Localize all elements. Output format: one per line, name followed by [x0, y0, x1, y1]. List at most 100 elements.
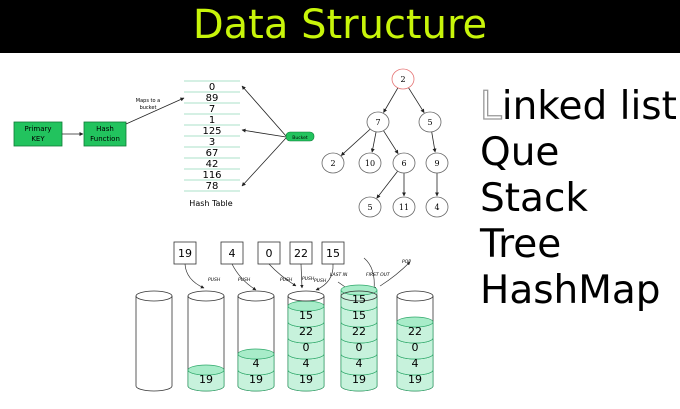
stack-cylinder: 15 22 0 4 19 — [287, 290, 325, 392]
tree-edge — [340, 128, 371, 156]
stack-flow-arrow — [300, 263, 304, 289]
page-title: Data Structure — [192, 2, 488, 48]
tree-node — [358, 152, 382, 174]
stack-value: 15 — [299, 309, 313, 322]
cylinder-rim — [340, 290, 378, 302]
tree-node-value: 11 — [399, 203, 409, 212]
bucket-pointer-arrow — [241, 128, 287, 138]
stack-value: 4 — [412, 357, 419, 370]
stack-input-value: 22 — [294, 247, 308, 260]
stack-value: 0 — [356, 341, 363, 354]
stack-cylinder: 419 — [237, 290, 275, 392]
tree-node — [358, 196, 382, 218]
maps-to-label-1: Maps to a — [136, 98, 160, 104]
hash-table-cell: 0 — [209, 82, 215, 93]
tree-edge — [431, 131, 437, 153]
tree-edge — [370, 131, 377, 153]
stack-value: 19 — [249, 373, 263, 386]
stack-value: 19 — [299, 373, 313, 386]
tree-node-value: 7 — [375, 118, 380, 127]
hash-table-cell: 1 — [209, 115, 215, 126]
stack-flow-arrow — [379, 261, 411, 287]
tree-node-value: 5 — [427, 118, 432, 127]
stack-cylinder: 19 — [187, 290, 225, 392]
stack-op-label: PUSH — [238, 277, 251, 283]
stack-input-value: 4 — [229, 247, 236, 260]
topic-tree: Tree — [480, 222, 562, 267]
topic-hashmap: HashMap — [480, 268, 661, 313]
stack-segment-top — [237, 348, 275, 360]
stack-value: 4 — [356, 357, 363, 370]
tree-node-value: 10 — [365, 159, 375, 168]
stack-value: 22 — [352, 325, 366, 338]
maps-to-label-2: bucket — [140, 105, 157, 111]
hash-function-box — [83, 121, 127, 147]
cylinder-body — [135, 296, 173, 392]
stack-value: 19 — [352, 373, 366, 386]
tree-edge — [383, 130, 399, 155]
tree-node — [321, 152, 345, 174]
hash-function-line-1: Hash — [96, 125, 114, 133]
hash-table-cell: 7 — [209, 104, 215, 115]
cylinder-rim — [135, 290, 173, 302]
cylinder-rim — [187, 290, 225, 302]
stack-value: 4 — [303, 357, 310, 370]
tree-edge — [376, 170, 399, 199]
tree-node-value: 5 — [367, 203, 372, 212]
tree-node-value: 9 — [434, 159, 439, 168]
stack-flow-arrow — [315, 263, 334, 291]
stack-flow-arrow — [231, 263, 257, 291]
bucket-box — [285, 131, 315, 142]
stack-op-label: PUSH — [314, 278, 327, 284]
tree-node — [425, 152, 449, 174]
tree-node — [418, 111, 442, 133]
tree-edge — [407, 87, 425, 114]
tree-node — [392, 152, 416, 174]
stack-value: 0 — [303, 341, 310, 354]
primary-key-box — [13, 121, 63, 147]
bucket-pointer-arrow — [241, 85, 287, 137]
tree-edge — [383, 87, 399, 113]
stack-segment-top — [340, 284, 378, 296]
topic-queue: Que — [480, 130, 560, 175]
tree-node-value: 4 — [434, 203, 439, 212]
topic-list: Linked list Que Stack Tree HashMap — [479, 83, 680, 314]
stack-flow-arrow — [268, 263, 297, 287]
stack-input-value: 19 — [178, 247, 192, 260]
cylinder-rim — [287, 290, 325, 302]
stack-value: 15 — [352, 293, 366, 306]
hash-table-cell: 67 — [206, 148, 219, 159]
hash-table-cell: 89 — [206, 93, 219, 104]
stack-op-label: PUSH — [280, 277, 293, 283]
stack-op-label: FIRST OUT — [366, 272, 391, 278]
stack-input-value: 15 — [326, 247, 340, 260]
hash-table-cell: 42 — [206, 159, 219, 170]
bucket-label: Bucket — [292, 135, 308, 141]
stack-value: 0 — [412, 341, 419, 354]
stack-value: 22 — [299, 325, 313, 338]
hash-table-cell: 116 — [202, 170, 221, 181]
cylinder-rim — [237, 290, 275, 302]
tree-node — [425, 196, 449, 218]
title-banner — [0, 0, 680, 53]
primary-key-line-1: Primary — [24, 125, 51, 133]
topic-linked-list-rest: inked list — [501, 84, 677, 129]
topic-linked-list: Linked list — [479, 83, 680, 130]
stack-segment-top — [187, 364, 225, 376]
tree-root-node — [391, 68, 415, 90]
tree-node — [392, 196, 416, 218]
stack-flow-arrow — [363, 257, 377, 291]
bucket-pointer-lines — [241, 85, 287, 187]
hash-table-diagram: Primary KEY Hash Function Maps to a buck… — [13, 80, 315, 208]
tree-node — [366, 111, 390, 133]
stack-value: 4 — [253, 357, 260, 370]
stack-op-label: PUSH — [302, 276, 315, 282]
stack-input-value: 0 — [266, 247, 273, 260]
tree-node-value: 2 — [400, 75, 405, 84]
stack-value: 19 — [408, 373, 422, 386]
topic-stack: Stack — [480, 176, 588, 221]
